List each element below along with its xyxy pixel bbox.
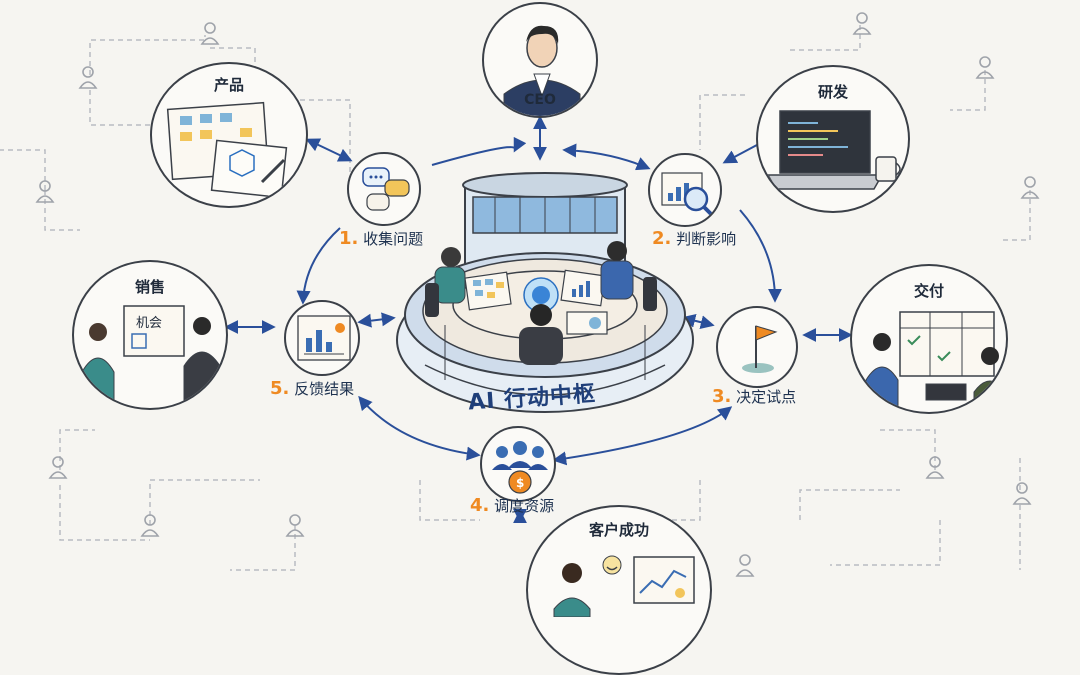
step5-text: 反馈结果 — [294, 380, 355, 398]
step5-feedback-node[interactable] — [284, 300, 360, 376]
sales-label: 销售 — [134, 278, 165, 296]
rd-node[interactable]: 研发 — [756, 65, 910, 213]
step3-text: 决定试点 — [736, 388, 797, 406]
customer-success-illustration — [553, 555, 695, 617]
step2-analysis-node[interactable] — [648, 153, 722, 227]
ceo-portrait — [503, 25, 581, 116]
magnifier-chart-icon — [661, 172, 716, 219]
step2-number: 2. — [652, 228, 672, 249]
product-board-icon — [166, 101, 288, 199]
step1-chat-node[interactable] — [347, 152, 421, 226]
step3-number: 3. — [712, 386, 732, 407]
connection-layer — [0, 12, 1040, 577]
flag-icon — [742, 325, 778, 373]
customer-success-label: 客户成功 — [588, 521, 649, 539]
product-label: 产品 — [213, 76, 244, 94]
step3-label: 3. 决定试点 — [712, 386, 796, 407]
step2-label: 2. 判断影响 — [652, 228, 736, 249]
diagram-canvas: AI 行动中枢 CEO 产品 研发 — [0, 2, 1040, 675]
network-person-icons — [35, 12, 1040, 577]
step4-number: 4. — [470, 495, 490, 516]
rd-label: 研发 — [817, 83, 848, 101]
flow-arrows — [224, 115, 853, 524]
laptop-icon — [766, 110, 901, 190]
ai-hub-illustration — [396, 172, 694, 413]
customer-success-node[interactable]: 客户成功 — [526, 505, 712, 675]
team-coin-icon: $ — [492, 441, 548, 494]
chat-bubbles-icon — [362, 167, 410, 211]
step4-resources-node[interactable]: $ — [480, 426, 556, 502]
sales-board-title: 机会 — [136, 316, 163, 331]
step4-label: 4. 调度资源 — [470, 495, 554, 516]
report-board-icon — [297, 315, 351, 361]
step2-text: 判断影响 — [676, 230, 737, 248]
sales-meeting-illustration — [81, 305, 221, 408]
step4-text: 调度资源 — [494, 497, 555, 515]
step1-number: 1. — [339, 228, 359, 249]
sales-node[interactable]: 销售 机会 — [72, 260, 228, 410]
step1-label: 1. 收集问题 — [339, 228, 423, 249]
delivery-node[interactable]: 交付 — [850, 264, 1008, 414]
step3-pilot-node[interactable] — [716, 306, 798, 388]
step1-text: 收集问题 — [363, 230, 424, 248]
svg-text:$: $ — [516, 476, 524, 490]
step5-number: 5. — [270, 378, 290, 399]
ceo-label: CEO — [524, 92, 556, 108]
ceo-node[interactable]: CEO — [482, 2, 598, 118]
delivery-planning-illustration — [865, 311, 1006, 412]
product-node[interactable]: 产品 — [150, 62, 308, 208]
step5-label: 5. 反馈结果 — [270, 378, 354, 399]
delivery-label: 交付 — [913, 282, 944, 300]
